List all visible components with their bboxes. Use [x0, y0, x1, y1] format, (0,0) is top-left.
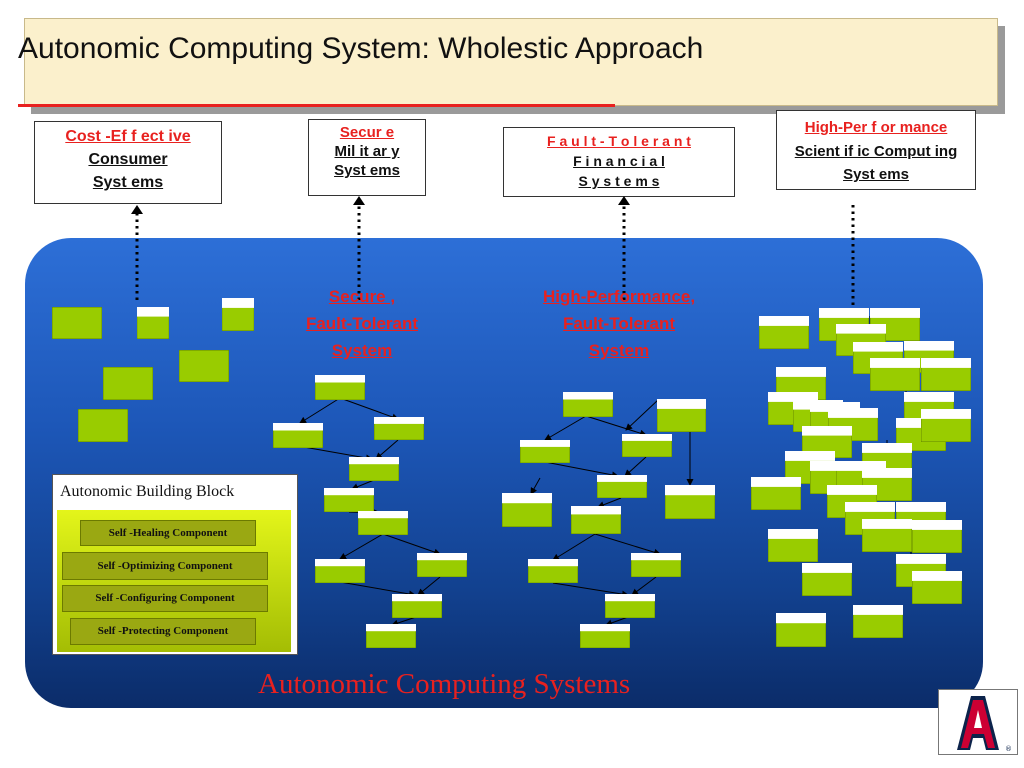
secure-tree-blocks: [273, 375, 467, 648]
label-high-performance-line1: High-Per f or mance: [804, 119, 948, 136]
title-underline: [18, 104, 615, 107]
label-cost-effective-line2: Consumer: [88, 151, 168, 168]
high-performance-fault-tolerant-label: High-Performance, Fault-Tolerant System: [504, 283, 734, 364]
label-secure-line2: Mil it ar y: [334, 143, 400, 160]
university-logo: ®: [938, 689, 1018, 755]
hp-tree-edges: [530, 399, 694, 627]
autonomic-computing-systems-caption: Autonomic Computing Systems: [258, 668, 631, 700]
slide-title: Autonomic Computing System: Wholestic Ap…: [18, 32, 704, 65]
hp-tree-blocks: [502, 392, 715, 648]
label-secure-line3: Syst ems: [334, 162, 400, 179]
dotted-connectors: [135, 203, 855, 305]
label-high-performance-line2: Scient if ic Comput ing: [794, 143, 958, 160]
building-block-title: Autonomic Building Block: [60, 483, 235, 500]
university-of-arizona-a-logo-icon: ®: [957, 696, 1012, 753]
svg-text:®: ®: [1005, 745, 1012, 753]
consumer-blocks: [52, 298, 254, 442]
secure-label-line2: Fault-Tolerant: [305, 314, 419, 333]
label-fault-tolerant-line3: S y s t e m s: [578, 173, 660, 189]
self-optimizing-component: Self -Optimizing Component: [62, 552, 268, 580]
hp-label-line1: High-Performance,: [542, 287, 696, 306]
label-fault-tolerant-line2: F i n a n c i a l: [573, 153, 665, 169]
secure-fault-tolerant-label: Secure , Fault-Tolerant System: [272, 283, 452, 364]
hp-label-line2: Fault-Tolerant: [562, 314, 676, 333]
scientific-cluster-blocks: [751, 308, 971, 647]
label-fault-tolerant-financial: F a u l t - T o l e r a n t F i n a n c …: [503, 127, 735, 197]
label-secure-military: Secur e Mil it ar y Syst ems: [308, 119, 426, 196]
label-secure-line1: Secur e: [339, 124, 395, 141]
label-cost-effective-line3: Syst ems: [92, 174, 164, 191]
label-high-performance-line3: Syst ems: [843, 166, 909, 183]
secure-label-line3: System: [331, 341, 393, 360]
connector-arrowheads: [131, 196, 630, 214]
hp-label-line3: System: [588, 341, 650, 360]
title-banner: [24, 18, 998, 106]
label-cost-effective-line1: Cost -Ef f ect ive: [65, 128, 191, 145]
label-cost-effective-consumer: Cost -Ef f ect ive Consumer Syst ems: [34, 121, 222, 204]
label-high-performance-scientific: High-Per f or mance Scient if ic Comput …: [776, 110, 976, 190]
self-healing-component: Self -Healing Component: [80, 520, 256, 546]
secure-label-line1: Secure ,: [328, 287, 396, 306]
label-fault-tolerant-line1: F a u l t - T o l e r a n t: [547, 133, 691, 149]
self-configuring-component: Self -Configuring Component: [62, 585, 268, 612]
self-protecting-component: Self -Protecting Component: [70, 618, 256, 645]
